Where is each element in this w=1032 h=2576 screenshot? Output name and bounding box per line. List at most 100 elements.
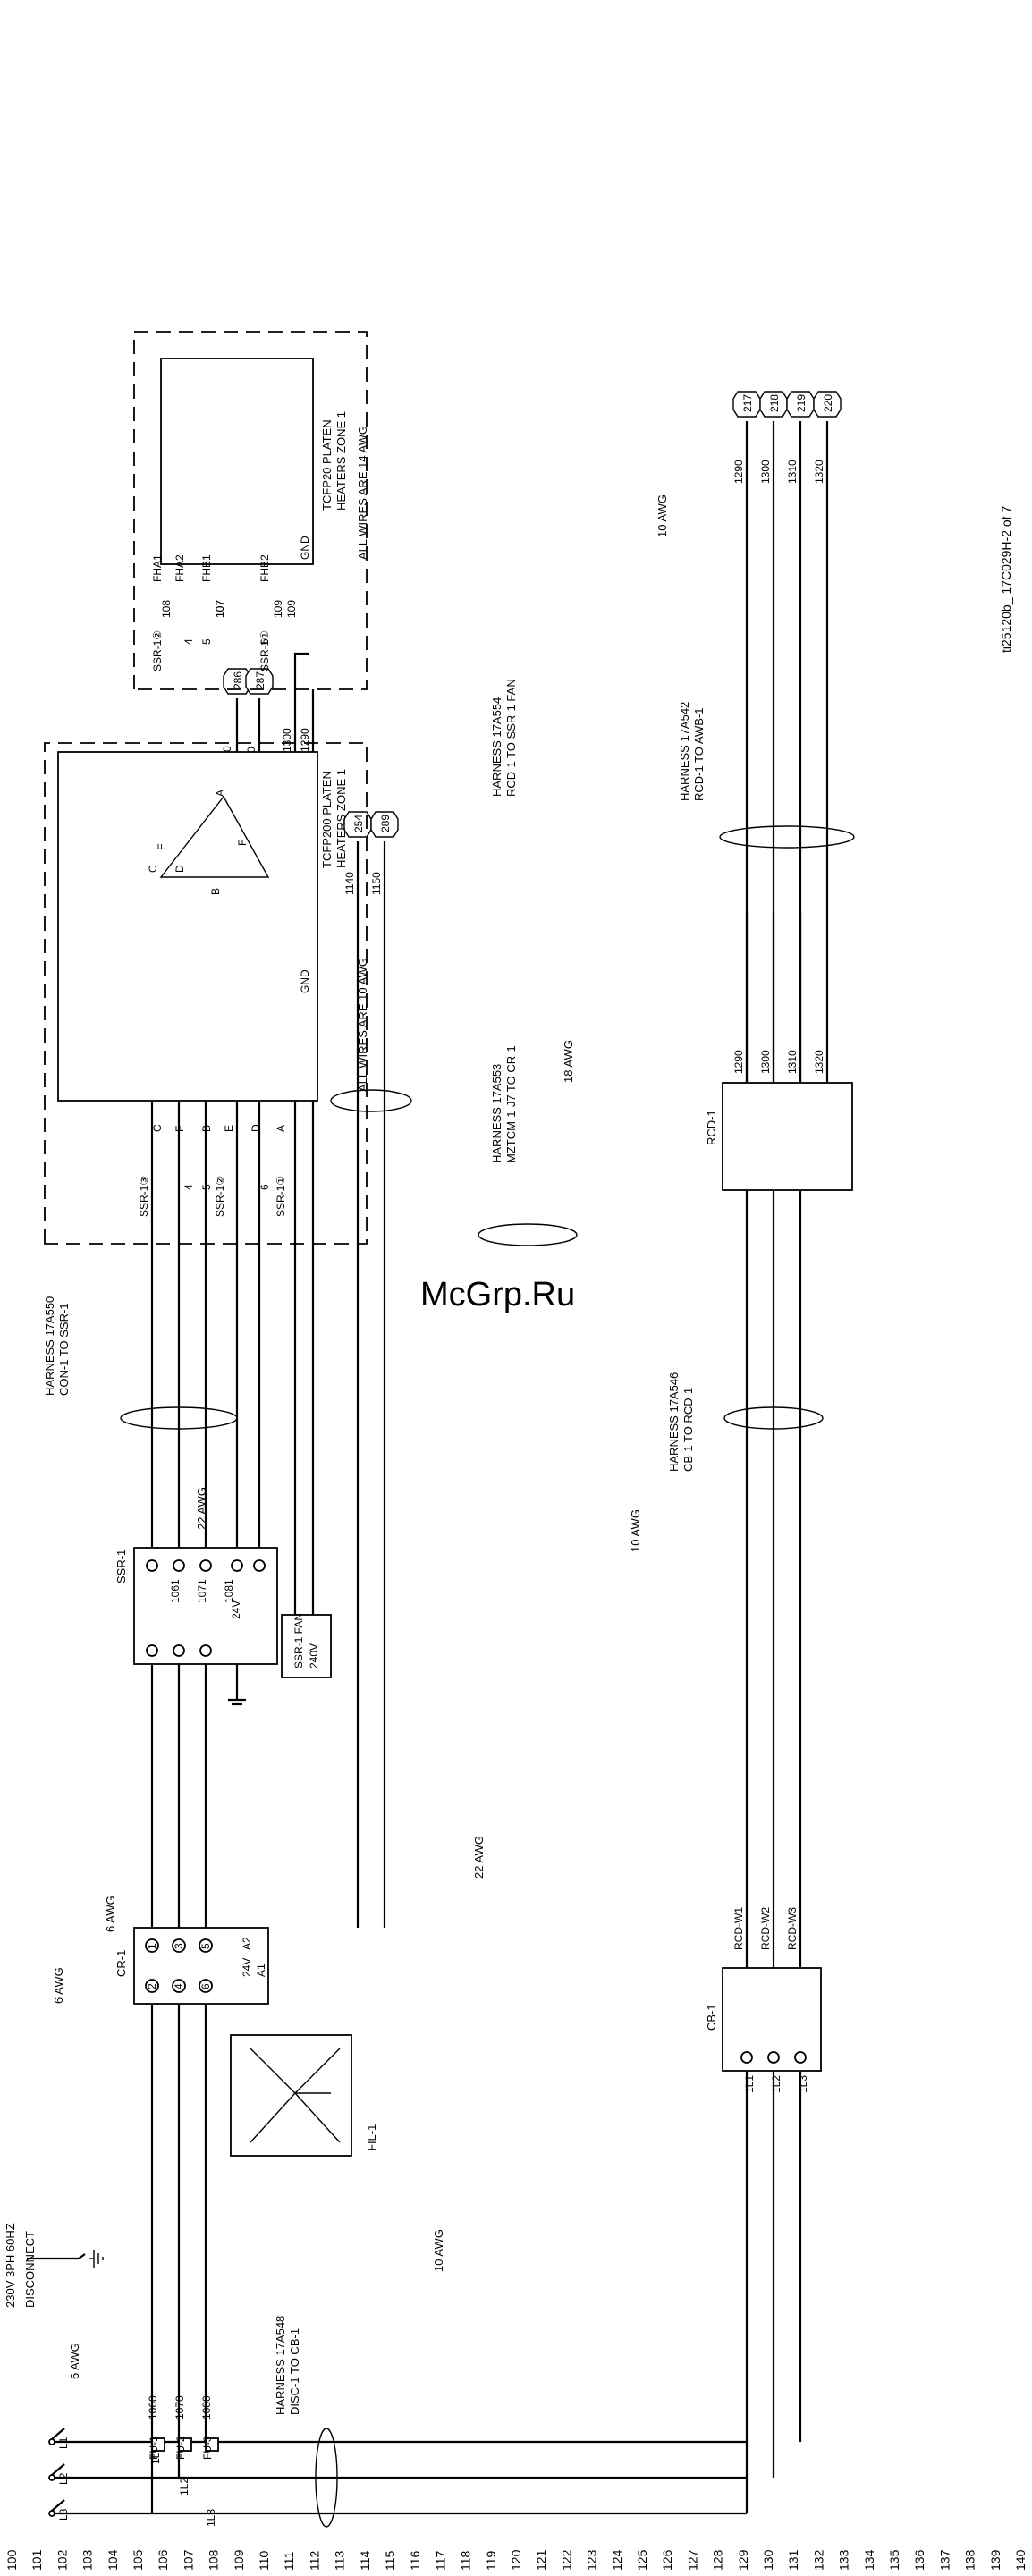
svg-text:287: 287 [254, 671, 266, 689]
cr-1-label: CR-1 [114, 1950, 128, 1977]
line-number: 125 [635, 2549, 649, 2571]
svg-text:FHB2: FHB2 [258, 554, 271, 582]
wire-1290-fan: 1290 [299, 728, 311, 752]
harness-554-line2: RCD-1 TO SSR-1 FAN [504, 679, 518, 797]
svg-text:5: 5 [199, 1943, 212, 1949]
svg-text:SSR-1②: SSR-1② [151, 630, 164, 671]
line-number: 129 [736, 2549, 750, 2571]
harness-550-line2: CON-1 TO SSR-1 [57, 1303, 71, 1396]
svg-text:218: 218 [768, 394, 781, 412]
wire-1300-fan: 1300 [281, 728, 293, 752]
svg-text:E: E [223, 1125, 235, 1132]
harness-554-line1: HARNESS 17A554 [490, 697, 503, 797]
svg-text:A: A [214, 790, 226, 797]
zone1-gnd: GND [299, 969, 311, 993]
disconnect-switches: L3 L2 L1 [48, 2428, 70, 2521]
line-number: 117 [433, 2550, 447, 2571]
line-number: 134 [862, 2549, 876, 2571]
svg-text:FHA2: FHA2 [173, 554, 186, 582]
svg-text:220: 220 [822, 394, 834, 412]
ssr-fan-v: 240V [308, 1643, 320, 1668]
harness-554-ellipse [478, 1223, 578, 1246]
main-bus: 1L1 1L2 1L3 1060 1070 1080 FU-1 FU-2 FU-… [55, 2395, 747, 2527]
wire-1071: 1071 [196, 1579, 208, 1603]
line-number: 104 [106, 2549, 120, 2571]
fuse-2: FU-2 [174, 2436, 187, 2460]
harness-553-ellipse [330, 1089, 412, 1112]
harness-548-ellipse [315, 2428, 338, 2528]
line-number: 116 [408, 2550, 422, 2571]
svg-text:E: E [156, 843, 168, 850]
phase-in-l3: L3 [57, 2508, 70, 2521]
wire-1081: 1081 [223, 1579, 235, 1603]
line-number: 115 [383, 2550, 397, 2571]
line-number: 120 [509, 2549, 523, 2571]
svg-text:D: D [250, 1124, 262, 1132]
line-number: 110 [257, 2550, 271, 2571]
breaker-cb-1: CB-1 RCD-W1 RCD-W2 RCD-W3 1L1 1L2 1L3 [705, 1907, 822, 2093]
svg-text:286: 286 [232, 671, 244, 689]
line-number: 119 [484, 2550, 498, 2571]
line-number: 121 [534, 2549, 548, 2571]
svg-text:107: 107 [214, 600, 226, 618]
line-number: 101 [30, 2549, 44, 2571]
svg-text:1310: 1310 [786, 460, 799, 484]
line-number: 100 [4, 2549, 19, 2571]
svg-text:FHB1: FHB1 [200, 554, 213, 582]
svg-text:254: 254 [352, 815, 365, 832]
line-number: 113 [333, 2550, 347, 2571]
awg-10-label-c: 10 AWG [656, 494, 669, 537]
rcd-w3: RCD-W3 [786, 1907, 799, 1950]
svg-text:289: 289 [379, 815, 392, 832]
line-number: 105 [131, 2549, 145, 2571]
svg-text:4: 4 [182, 1184, 195, 1190]
zone2-note: ALL WIRES ARE 14 AWG [356, 426, 369, 560]
harness-548-line2: DISC-1 TO CB-1 [288, 2328, 301, 2415]
wire-1310: 1310 [786, 1050, 799, 1074]
svg-text:107: 107 [214, 600, 226, 618]
svg-text:2: 2 [146, 1983, 158, 1989]
zone-1-heaters: TCFP200 PLATEN HEATERS ZONE 1 ALL WIRES … [44, 600, 369, 1245]
svg-text:217: 217 [741, 394, 754, 412]
line-number: 137 [937, 2549, 952, 2571]
awg-6-label-b: 6 AWG [52, 1967, 65, 2004]
svg-text:6: 6 [258, 1184, 271, 1190]
svg-text:A: A [275, 1125, 287, 1132]
harness-546-line2: CB-1 TO RCD-1 [681, 1388, 695, 1472]
svg-text:109: 109 [272, 600, 284, 618]
wire-1061: 1061 [169, 1579, 182, 1603]
relay-ssr-1: SSR-1 24V 1061 1071 1081 [114, 1547, 278, 1706]
harness-542-ellipse [719, 825, 855, 849]
line-number: 106 [156, 2549, 170, 2571]
cr-a1: A1 [255, 1964, 267, 1977]
svg-text:F: F [236, 840, 249, 846]
phase-in-l1: L1 [57, 2437, 70, 2449]
svg-text:C: C [151, 1124, 164, 1132]
fuse-1: FU-1 [148, 2436, 160, 2460]
line-number: 132 [811, 2549, 825, 2571]
line-number: 103 [80, 2549, 95, 2571]
zone1-title-2: HEATERS ZONE 1 [334, 769, 348, 868]
rcd-hex: 217 218 219 220 [732, 391, 842, 418]
svg-text:SSR-1③: SSR-1③ [138, 1176, 150, 1217]
line-number: 131 [786, 2549, 800, 2571]
supply-label: 230V 3PH 60HZ [4, 2223, 17, 2308]
svg-text:4: 4 [173, 1983, 185, 1989]
svg-text:1290: 1290 [732, 460, 745, 484]
svg-text:1L1: 1L1 [743, 2075, 756, 2093]
svg-text:F: F [173, 1126, 186, 1132]
phase-1l3: 1L3 [205, 2509, 217, 2527]
awg-18-label: 18 AWG [562, 1040, 575, 1083]
ssr-1-label: SSR-1 [114, 1550, 128, 1584]
svg-text:5: 5 [200, 1184, 213, 1190]
svg-text:109: 109 [285, 600, 298, 618]
awg-10-label-b: 10 AWG [629, 1509, 642, 1552]
zone-2-heaters: TCFP20 PLATEN HEATERS ZONE 1 ALL WIRES A… [133, 331, 369, 690]
awg-10-label-a: 10 AWG [432, 2229, 445, 2272]
line-number: 127 [685, 2549, 699, 2571]
cr-a2: A2 [241, 1937, 253, 1950]
rcd-w2: RCD-W2 [759, 1907, 772, 1950]
wire-1300: 1300 [759, 1050, 772, 1074]
